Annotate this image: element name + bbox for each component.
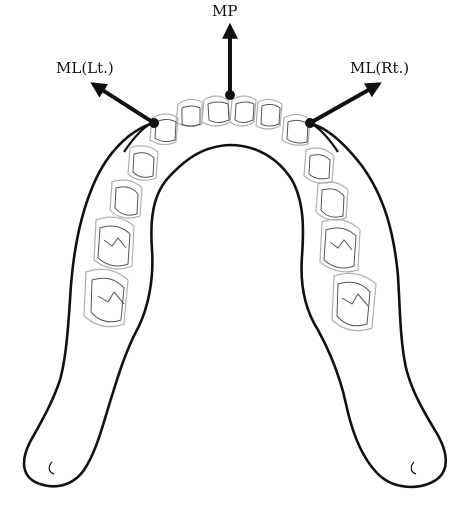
jaw-outer-outline — [24, 124, 446, 487]
condyle-mark-left — [49, 462, 54, 474]
tooth-canine-right — [282, 114, 310, 145]
condyle-mark-right — [411, 462, 416, 474]
teeth-group — [84, 96, 376, 331]
label-mp: MP — [212, 4, 237, 19]
arrow-ml-right — [310, 84, 379, 123]
ml-right-marker — [305, 118, 315, 128]
tooth-details — [91, 102, 370, 326]
arrow-ml-left — [93, 84, 154, 123]
label-ml-right: ML(Rt.) — [350, 61, 409, 76]
tooth-incisor-3 — [176, 99, 202, 126]
tooth-incisor-2 — [230, 96, 256, 126]
midpoint-marker — [225, 90, 235, 100]
label-ml-left: ML(Lt.) — [56, 61, 114, 76]
ml-left-marker — [149, 118, 159, 128]
